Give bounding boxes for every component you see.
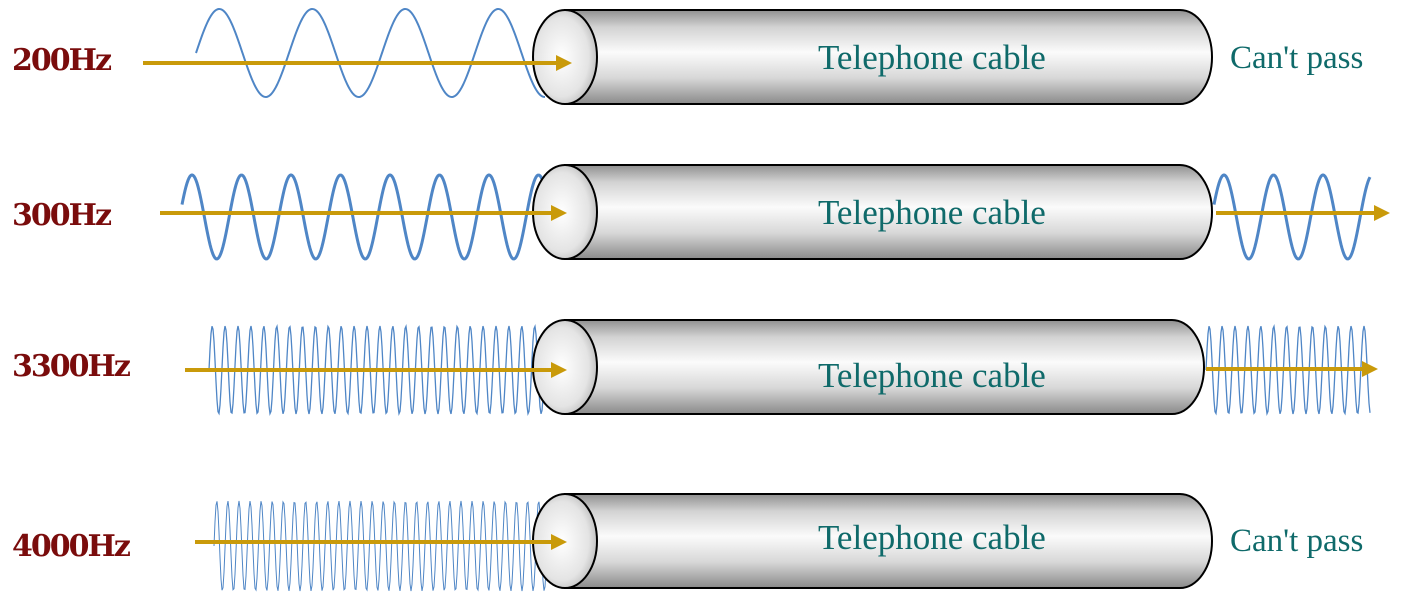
frequency-label: 4000Hz (12, 529, 131, 564)
cylinder-cap-200hz (532, 9, 598, 105)
cylinder-body-200hz (564, 9, 1213, 105)
frequency-label: 200Hz (12, 43, 112, 78)
row-300hz (160, 164, 1390, 261)
arrowhead-out-300hz (1374, 205, 1390, 221)
row-3300hz (185, 319, 1378, 417)
cylinder-body-4000hz (564, 493, 1213, 589)
wave-in-300hz (180, 173, 557, 261)
cable-label: Telephone cable (818, 193, 1046, 232)
arrowhead-in-3300hz (551, 362, 567, 378)
arrowhead-in-300hz (551, 205, 567, 221)
arrowhead-200hz (556, 55, 572, 71)
wave-out-3300hz (1205, 323, 1371, 417)
cable-label: Telephone cable (818, 518, 1046, 557)
arrowhead-out-3300hz (1362, 361, 1378, 377)
wave-out-300hz (1212, 173, 1372, 261)
wave-in-3300hz (208, 323, 551, 417)
cable-label: Telephone cable (818, 38, 1046, 77)
cylinder-cap-3300hz (532, 319, 598, 415)
row-4000hz (195, 493, 1213, 592)
wave-in-200hz (195, 8, 546, 98)
arrowhead-4000hz (551, 534, 567, 550)
row-200hz (143, 8, 1213, 105)
cable-label: Telephone cable (818, 356, 1046, 395)
status-label: Can't pass (1230, 40, 1364, 76)
frequency-label: 300Hz (12, 198, 112, 233)
cylinder-body-300hz (564, 164, 1213, 260)
wave-in-4000hz (213, 500, 551, 592)
cylinder-body-3300hz (564, 319, 1205, 415)
status-label: Can't pass (1230, 523, 1364, 559)
frequency-label: 3300Hz (12, 349, 131, 384)
